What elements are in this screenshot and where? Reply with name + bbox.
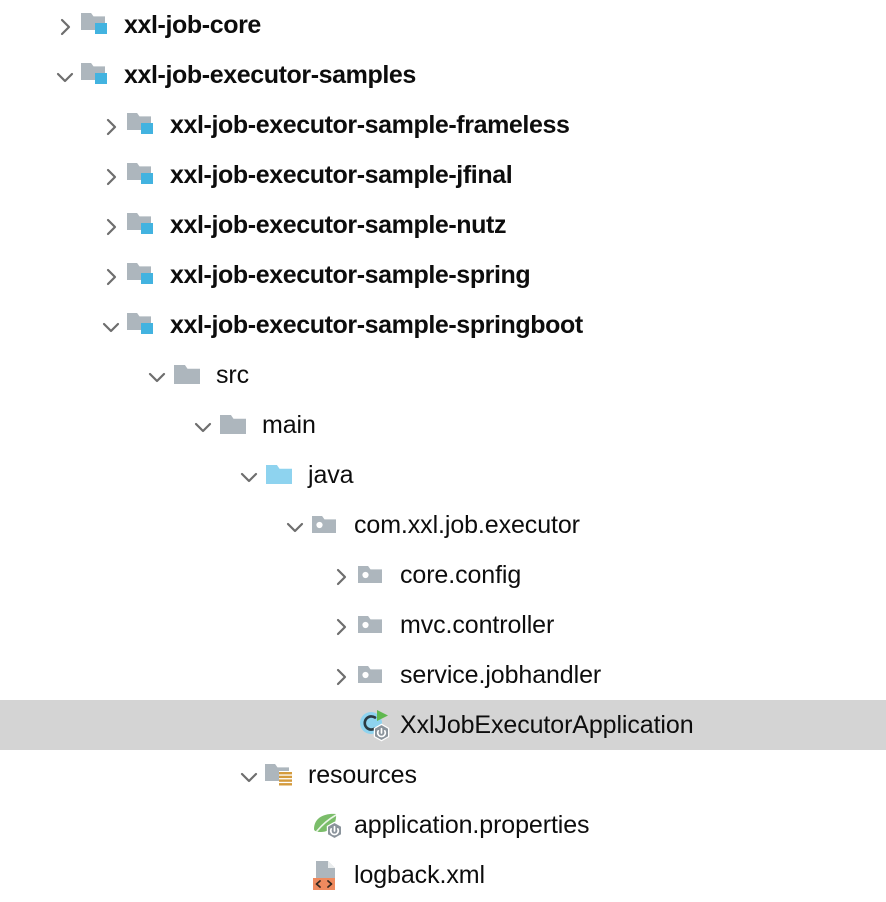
tree-row[interactable]: logback.xml	[0, 850, 886, 900]
chevron-right-icon[interactable]	[96, 250, 126, 300]
chevron-right-icon[interactable]	[96, 200, 126, 250]
chevron-down-icon[interactable]	[50, 50, 80, 100]
tree-row[interactable]: XxlJobExecutorApplication	[0, 700, 886, 750]
chevron-down-icon[interactable]	[280, 500, 310, 550]
tree-row-label: xxl-job-executor-sample-nutz	[170, 210, 507, 239]
tree-row[interactable]: application.properties	[0, 800, 886, 850]
package-folder-icon	[310, 507, 346, 543]
tree-row-label: java	[308, 460, 354, 489]
tree-row[interactable]: resources	[0, 750, 886, 800]
tree-leaf-spacer	[326, 700, 356, 750]
indent-spacer	[0, 575, 326, 576]
indent-spacer	[0, 175, 96, 176]
tree-row[interactable]: mvc.controller	[0, 600, 886, 650]
tree-leaf-spacer	[280, 850, 310, 900]
module-folder-icon	[126, 207, 162, 243]
tree-row[interactable]: java	[0, 450, 886, 500]
resources-root-folder-icon	[264, 757, 300, 793]
tree-row[interactable]: core.config	[0, 550, 886, 600]
tree-leaf-spacer	[280, 800, 310, 850]
indent-spacer	[0, 425, 188, 426]
chevron-right-icon[interactable]	[96, 100, 126, 150]
module-folder-icon	[126, 307, 162, 343]
tree-row-label: logback.xml	[354, 860, 485, 889]
chevron-down-icon[interactable]	[96, 300, 126, 350]
module-folder-icon	[126, 157, 162, 193]
spring-boot-class-icon	[356, 707, 392, 743]
folder-icon	[172, 357, 208, 393]
tree-row[interactable]: xxl-job-executor-sample-nutz	[0, 200, 886, 250]
module-folder-icon	[126, 257, 162, 293]
spring-properties-icon	[310, 807, 346, 843]
indent-spacer	[0, 775, 234, 776]
chevron-right-icon[interactable]	[96, 150, 126, 200]
module-folder-icon	[80, 7, 116, 43]
chevron-right-icon[interactable]	[326, 600, 356, 650]
indent-spacer	[0, 475, 234, 476]
indent-spacer	[0, 525, 280, 526]
indent-spacer	[0, 75, 50, 76]
indent-spacer	[0, 225, 96, 226]
tree-row-label: application.properties	[354, 810, 590, 839]
indent-spacer	[0, 825, 280, 826]
tree-row[interactable]: xxl-job-executor-sample-spring	[0, 250, 886, 300]
tree-row-label: com.xxl.job.executor	[354, 510, 580, 539]
tree-row[interactable]: service.jobhandler	[0, 650, 886, 700]
tree-row-label: mvc.controller	[400, 610, 555, 639]
tree-row-label: core.config	[400, 560, 522, 589]
chevron-down-icon[interactable]	[234, 750, 264, 800]
chevron-down-icon[interactable]	[234, 450, 264, 500]
indent-spacer	[0, 325, 96, 326]
xml-file-icon	[310, 857, 346, 893]
package-folder-icon	[356, 657, 392, 693]
tree-row[interactable]: main	[0, 400, 886, 450]
package-folder-icon	[356, 557, 392, 593]
indent-spacer	[0, 875, 280, 876]
tree-row-label: xxl-job-executor-sample-springboot	[170, 310, 583, 339]
tree-row-label: xxl-job-core	[124, 10, 261, 39]
indent-spacer	[0, 125, 96, 126]
tree-row-label: xxl-job-executor-sample-frameless	[170, 110, 570, 139]
tree-row[interactable]: xxl-job-executor-samples	[0, 50, 886, 100]
folder-icon	[218, 407, 254, 443]
tree-row-label: service.jobhandler	[400, 660, 602, 689]
indent-spacer	[0, 675, 326, 676]
indent-spacer	[0, 725, 326, 726]
tree-row-label: src	[216, 360, 250, 389]
tree-row[interactable]: xxl-job-executor-sample-frameless	[0, 100, 886, 150]
indent-spacer	[0, 25, 50, 26]
tree-row-label: XxlJobExecutorApplication	[400, 710, 694, 739]
indent-spacer	[0, 375, 142, 376]
tree-row[interactable]: src	[0, 350, 886, 400]
sources-root-folder-icon	[264, 457, 300, 493]
package-folder-icon	[356, 607, 392, 643]
tree-row-label: resources	[308, 760, 417, 789]
tree-row[interactable]: xxl-job-core	[0, 0, 886, 50]
tree-row-label: xxl-job-executor-samples	[124, 60, 416, 89]
chevron-down-icon[interactable]	[142, 350, 172, 400]
tree-row[interactable]: xxl-job-executor-sample-springboot	[0, 300, 886, 350]
tree-row[interactable]: com.xxl.job.executor	[0, 500, 886, 550]
tree-row-label: xxl-job-executor-sample-spring	[170, 260, 531, 289]
module-folder-icon	[126, 107, 162, 143]
tree-row[interactable]: xxl-job-executor-sample-jfinal	[0, 150, 886, 200]
chevron-right-icon[interactable]	[50, 0, 80, 50]
chevron-down-icon[interactable]	[188, 400, 218, 450]
tree-row-label: xxl-job-executor-sample-jfinal	[170, 160, 513, 189]
module-folder-icon	[80, 57, 116, 93]
indent-spacer	[0, 275, 96, 276]
chevron-right-icon[interactable]	[326, 650, 356, 700]
tree-row-label: main	[262, 410, 316, 439]
indent-spacer	[0, 625, 326, 626]
chevron-right-icon[interactable]	[326, 550, 356, 600]
